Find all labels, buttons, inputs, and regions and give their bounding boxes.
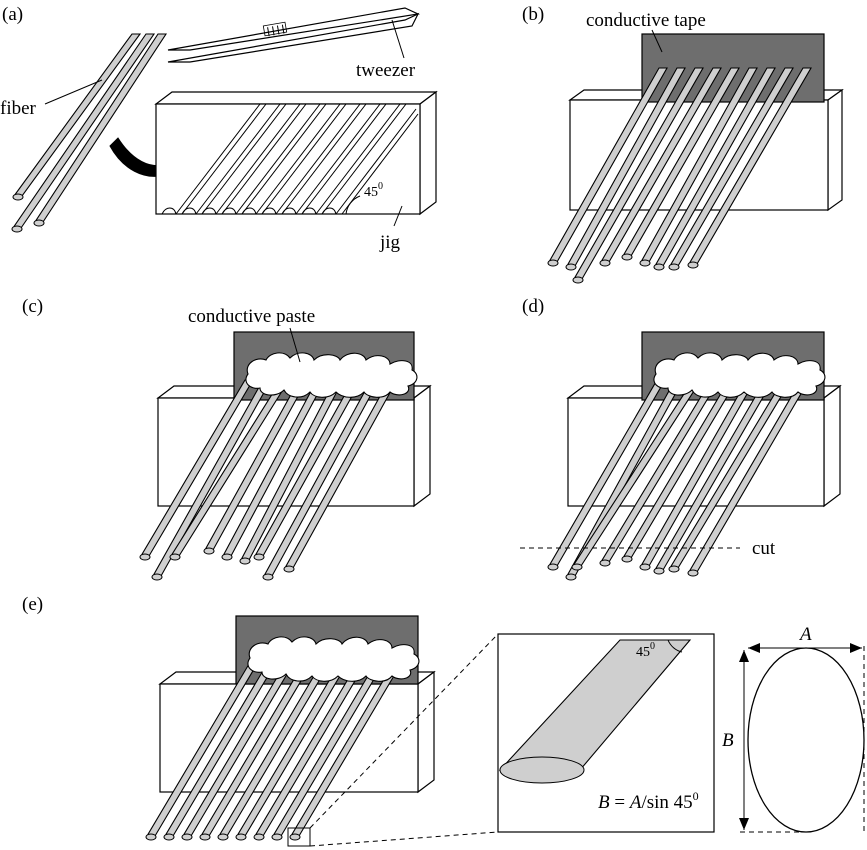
- fiber-array-b: [547, 67, 812, 284]
- inset-angle-label: 450: [636, 641, 655, 660]
- inset-tip-view: [497, 633, 715, 833]
- panel-a: (a) fiber tweezer: [0, 4, 438, 253]
- magnify-box: [287, 827, 311, 847]
- tweezer-label: tweezer: [356, 60, 416, 81]
- jig-angle-label: 450: [364, 181, 383, 200]
- ellipse-axis-b-label: B: [722, 730, 734, 751]
- cut-label: cut: [752, 538, 776, 559]
- fiber-array-c: [139, 379, 398, 581]
- panel-c-label: (c): [22, 296, 43, 317]
- formula-label: B = A/sin 450: [598, 789, 699, 813]
- ellipse-cross-section: [739, 643, 865, 833]
- panel-a-label: (a): [2, 4, 23, 25]
- fiber-label: fiber: [0, 98, 37, 119]
- panel-d-label: (d): [522, 296, 544, 317]
- panel-b: (b) conductive tape: [522, 4, 844, 284]
- jig-label: jig: [379, 232, 401, 253]
- panel-e-label: (e): [22, 594, 43, 615]
- panel-d: (d) cut: [520, 296, 842, 581]
- panel-b-label: (b): [522, 4, 544, 25]
- ellipse-axis-a-label: A: [798, 624, 812, 645]
- loose-fibers: [11, 33, 168, 233]
- conductive-paste-label: conductive paste: [188, 306, 315, 327]
- panel-e: (e) 450: [22, 594, 865, 847]
- tweezer-icon: [167, 7, 421, 63]
- conductive-tape-label: conductive tape: [586, 10, 706, 31]
- jig-block: [154, 90, 438, 216]
- fiber-array-d: [547, 379, 810, 581]
- panel-c: (c) conductive paste: [22, 296, 432, 581]
